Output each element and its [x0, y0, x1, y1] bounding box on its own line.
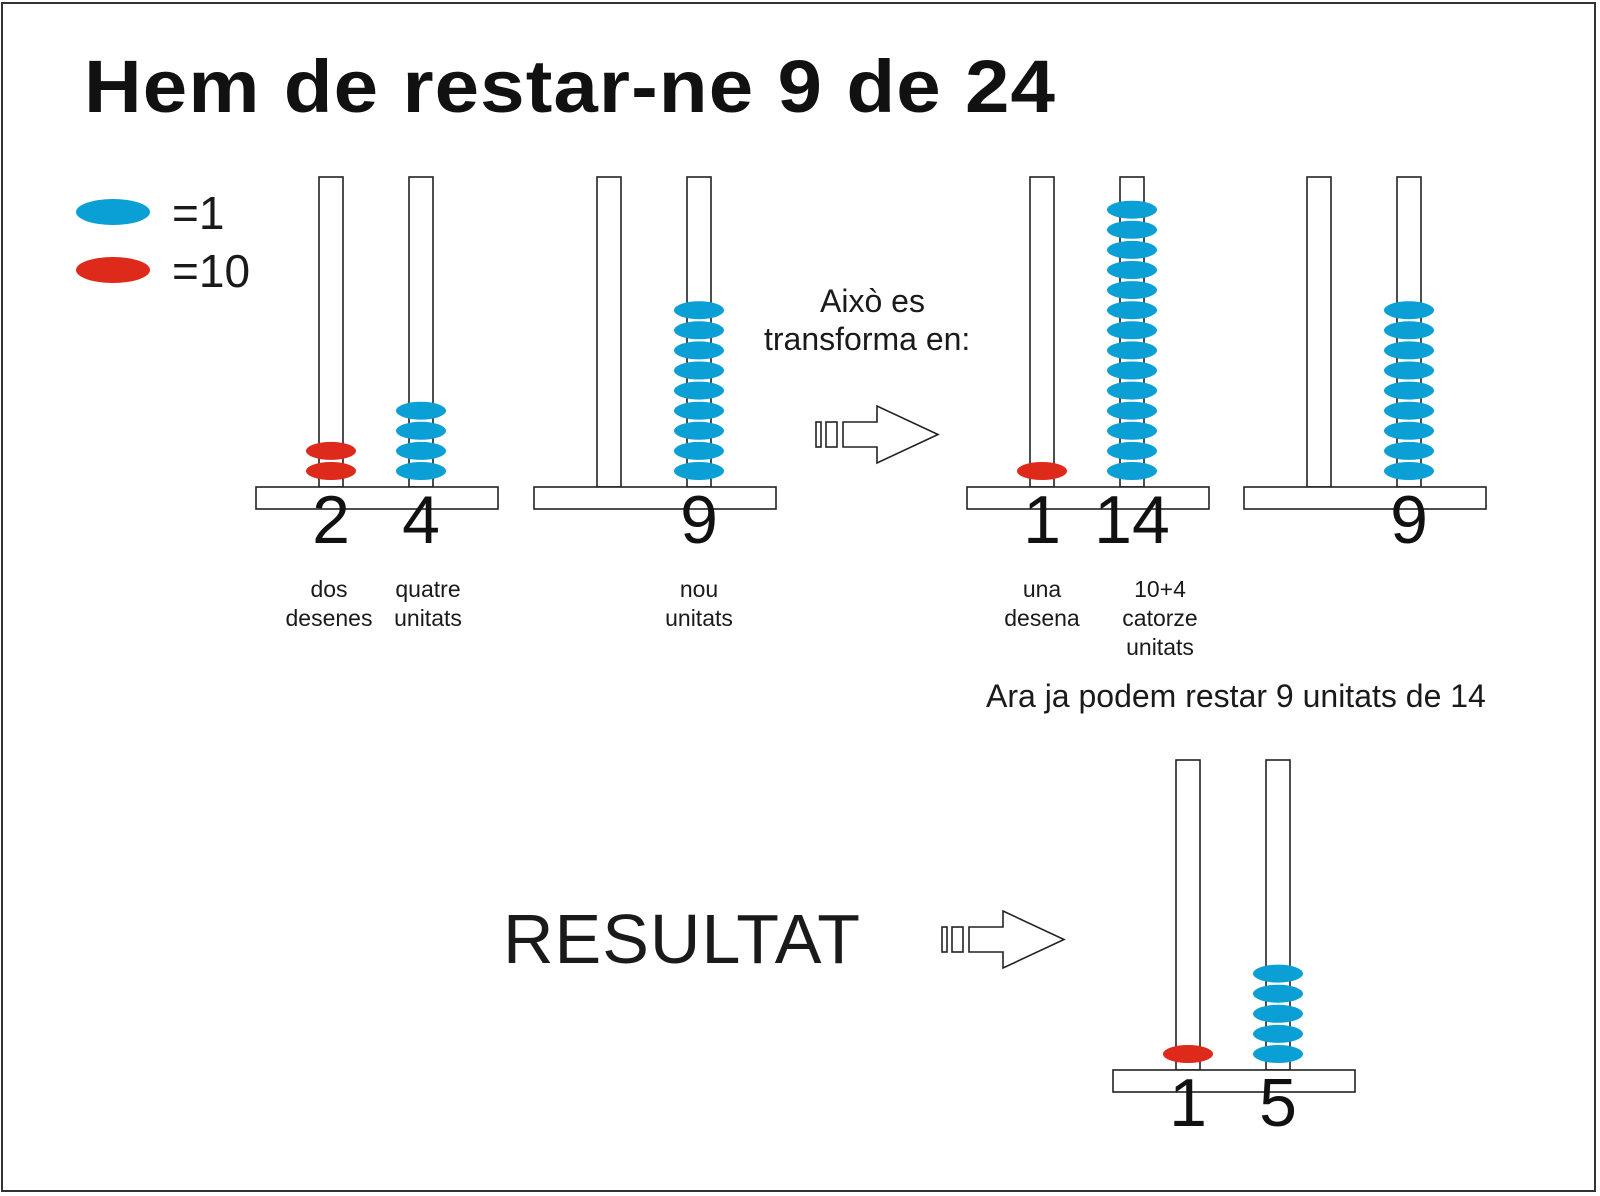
- unit-bead-icon: [1384, 462, 1434, 480]
- ten-bead-icon: [1017, 462, 1067, 480]
- digit-unitats: 9: [1390, 482, 1428, 558]
- result-label: RESULTAT: [503, 900, 862, 978]
- legend-ten-bead-icon: [76, 257, 150, 283]
- transform-arrow-icon: [815, 404, 940, 465]
- caption-regrouped-tens: una desena: [992, 575, 1092, 633]
- abacus-regrouped-subtrahend: 9: [1243, 176, 1487, 558]
- page-title: Hem de restar-ne 9 de 24: [84, 45, 1057, 128]
- digit-unitats: 9: [680, 482, 718, 558]
- legend-label-unit: =1: [172, 187, 225, 239]
- caption-line: unitats: [665, 605, 733, 631]
- unit-bead-icon: [1253, 1024, 1303, 1043]
- unit-bead-icon: [1107, 341, 1157, 360]
- rod-desenes: [596, 176, 622, 488]
- digit-desenes: 1: [1023, 482, 1061, 558]
- caption-line: dos: [310, 576, 348, 602]
- digit-desenes: 2: [312, 482, 350, 558]
- caption-minuend-tens: dos desenes: [279, 575, 379, 633]
- caption-minuend-units: quatre unitats: [378, 575, 478, 633]
- unit-bead-icon: [1107, 261, 1157, 279]
- rod-desenes: [318, 176, 344, 488]
- unit-bead-icon: [674, 381, 724, 400]
- abacus-subtrahend: 9: [533, 176, 777, 558]
- rod-desenes: [1306, 176, 1332, 488]
- caption-line: unitats: [394, 605, 462, 631]
- caption-regrouped-units: 10+4 catorze unitats: [1110, 575, 1210, 662]
- caption-line: una: [1022, 576, 1062, 602]
- caption-line: catorze: [1122, 605, 1198, 631]
- caption-line: desena: [1004, 605, 1080, 631]
- transform-text-line2: transforma en:: [764, 321, 971, 357]
- unit-bead-icon: [1107, 200, 1157, 219]
- unit-bead-icon: [674, 462, 724, 480]
- caption-line: desenes: [285, 605, 373, 631]
- unit-bead-icon: [1107, 421, 1157, 440]
- abacus-base: [966, 486, 1210, 510]
- caption-line: quatre: [395, 576, 461, 602]
- unit-bead-icon: [1384, 381, 1434, 400]
- unit-bead-icon: [674, 321, 724, 340]
- unit-bead-icon: [396, 441, 446, 460]
- unit-bead-icon: [396, 401, 446, 420]
- rod-unitats: [1265, 759, 1291, 1071]
- transform-text-line1: Això es: [820, 283, 925, 319]
- digit-unitats: 4: [402, 482, 440, 558]
- ten-bead-icon: [1163, 1045, 1213, 1063]
- rod-desenes: [1175, 759, 1201, 1071]
- unit-bead-icon: [674, 361, 724, 380]
- digit-desenes: 1: [1169, 1065, 1207, 1141]
- unit-bead-icon: [1107, 441, 1157, 460]
- unit-bead-icon: [674, 301, 724, 320]
- legend-label-ten: =10: [172, 245, 251, 297]
- unit-bead-icon: [1384, 421, 1434, 440]
- rod-unitats: [408, 176, 434, 488]
- abacus-regrouped-minuend: 1 14: [966, 176, 1210, 558]
- ten-bead-icon: [306, 441, 356, 460]
- result-arrow-icon: [941, 909, 1066, 970]
- unit-bead-icon: [1253, 1045, 1303, 1063]
- abacus-base: [1112, 1069, 1356, 1093]
- digit-unitats: 5: [1259, 1065, 1297, 1141]
- unit-bead-icon: [674, 421, 724, 440]
- caption-line: unitats: [1126, 634, 1194, 660]
- caption-subtrahend-units: nou unitats: [649, 575, 749, 633]
- unit-bead-icon: [1384, 301, 1434, 320]
- unit-bead-icon: [1107, 401, 1157, 420]
- unit-bead-icon: [1107, 240, 1157, 259]
- unit-bead-icon: [1253, 1004, 1303, 1023]
- unit-bead-icon: [674, 341, 724, 360]
- unit-bead-icon: [396, 421, 446, 440]
- unit-bead-icon: [1107, 281, 1157, 300]
- caption-line: nou: [679, 576, 719, 602]
- unit-bead-icon: [1384, 341, 1434, 360]
- unit-bead-icon: [1107, 361, 1157, 380]
- legend-unit-bead-icon: [76, 199, 150, 225]
- unit-bead-icon: [1253, 964, 1303, 983]
- unit-bead-icon: [1107, 321, 1157, 340]
- unit-bead-icon: [1384, 321, 1434, 340]
- abacus-base: [255, 486, 499, 510]
- unit-bead-icon: [1107, 301, 1157, 320]
- abacus-base: [533, 486, 777, 510]
- unit-bead-icon: [1384, 361, 1434, 380]
- caption-line: 10+4: [1134, 576, 1186, 602]
- unit-bead-icon: [1384, 401, 1434, 420]
- unit-bead-icon: [674, 441, 724, 460]
- abacus-base: [1243, 486, 1487, 510]
- unit-bead-icon: [1107, 462, 1157, 480]
- ten-bead-icon: [306, 462, 356, 480]
- digit-unitats: 14: [1094, 482, 1170, 558]
- unit-bead-icon: [396, 462, 446, 480]
- regroup-note: Ara ja podem restar 9 unitats de 14: [986, 678, 1486, 714]
- unit-bead-icon: [1253, 984, 1303, 1003]
- unit-bead-icon: [1384, 441, 1434, 460]
- unit-bead-icon: [674, 401, 724, 420]
- unit-bead-icon: [1107, 220, 1157, 239]
- unit-bead-icon: [1107, 381, 1157, 400]
- rod-desenes: [1029, 176, 1055, 488]
